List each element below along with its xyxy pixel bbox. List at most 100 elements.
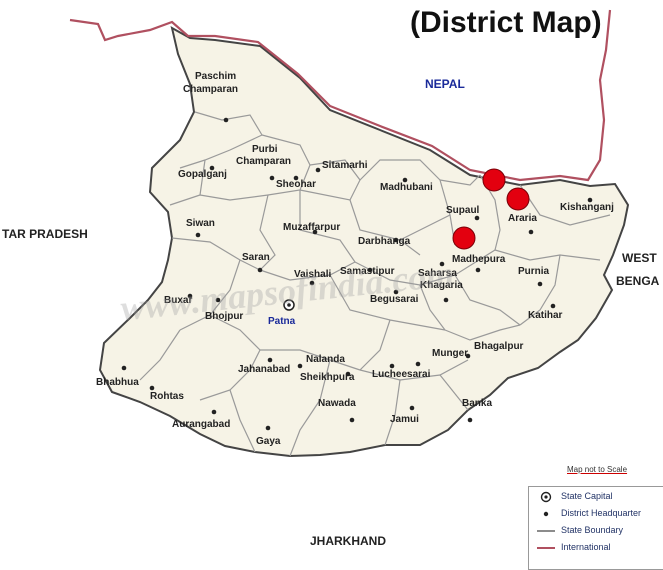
- legend-item-district-hq: District Headquarter: [529, 507, 663, 521]
- district-nawada: Nawada: [318, 398, 356, 423]
- district-label-begusarai: Begusarai: [370, 294, 419, 305]
- district-hq-icon: [121, 365, 127, 371]
- district-kishanganj: Kishanganj: [560, 197, 614, 213]
- region-uttar-pradesh: TAR PRADESH: [2, 227, 88, 241]
- district-hq-icon: [265, 425, 271, 431]
- district-hq-icon: [257, 267, 263, 273]
- district-samastipur: Samastipur: [340, 266, 395, 277]
- district-hq-icon: [528, 229, 534, 235]
- district-label-muzaffarpur: Muzaffarpur: [283, 222, 340, 233]
- district-hq-icon: [537, 281, 543, 287]
- district-label-bhojpur: Bhojpur: [205, 311, 243, 322]
- district-jamui: Jamui: [390, 405, 419, 425]
- district-label-aurangabad: Aurangabad: [172, 419, 230, 430]
- legend-label-state-capital: State Capital: [561, 491, 613, 501]
- district-label-supaul: Supaul: [446, 205, 480, 216]
- district-aurangabad: Aurangabad: [172, 409, 230, 430]
- district-labels: PaschimChamparanPurbiChamparanGopalganjS…: [96, 71, 614, 447]
- district-label-saharsa: Saharsa: [418, 268, 457, 279]
- district-buxar: Buxar: [164, 293, 193, 306]
- district-label-sitamarhi: Sitamarhi: [322, 160, 368, 171]
- district-hq-icon: [187, 293, 193, 299]
- district-purnia: Purnia: [518, 266, 550, 287]
- region-jharkhand: JHARKHAND: [310, 534, 386, 548]
- district-khagaria: Khagaria: [420, 280, 463, 303]
- district-bhagalpur: Bhagalpur: [465, 341, 524, 359]
- district-gaya: Gaya: [256, 425, 281, 447]
- district-hq-icon: [367, 267, 373, 273]
- district-label-jamui: Jamui: [390, 414, 419, 425]
- district-label-katihar: Katihar: [528, 310, 563, 321]
- district-sheikhpura: Sheikhpura: [300, 371, 355, 383]
- district-label-banka: Banka: [462, 398, 492, 409]
- district-hq-icon: [223, 117, 229, 123]
- district-madhubani: Madhubani: [380, 177, 433, 193]
- district-label-paschim-champaran-line2: Champaran: [183, 84, 238, 95]
- district-hq-legend-icon: [543, 511, 549, 517]
- district-hq-icon: [345, 371, 351, 377]
- district-label-madhepura: Madhepura: [452, 254, 506, 265]
- district-hq-icon: [293, 175, 299, 181]
- district-araria: Araria: [508, 213, 537, 235]
- map-legend: State Capital District Headquarter State…: [528, 486, 663, 570]
- district-label-samastipur: Samastipur: [340, 266, 395, 277]
- district-hq-icon: [349, 417, 355, 423]
- legend-label-international: International: [561, 542, 611, 552]
- district-label-darbhanga: Darbhanga: [358, 236, 411, 247]
- district-hq-icon: [209, 165, 215, 171]
- district-hq-icon: [409, 405, 415, 411]
- district-label-purbi-champaran-line1: Purbi: [252, 144, 278, 155]
- district-label-bhagalpur: Bhagalpur: [474, 341, 524, 352]
- district-hq-icon: [439, 261, 445, 267]
- district-hq-icon: [312, 229, 318, 235]
- district-bhabhua: Bhabhua: [96, 365, 139, 388]
- district-label-araria: Araria: [508, 213, 537, 224]
- red-marker-2: [506, 187, 530, 211]
- district-label-purnia: Purnia: [518, 266, 550, 277]
- district-munger: Munger: [415, 348, 468, 367]
- district-label-khagaria: Khagaria: [420, 280, 463, 291]
- district-gopalganj: Gopalganj: [178, 165, 227, 180]
- district-label-siwan: Siwan: [186, 218, 215, 229]
- district-label-gaya: Gaya: [256, 436, 281, 447]
- state-boundary-legend-icon: [537, 530, 555, 532]
- district-label-madhubani: Madhubani: [380, 182, 433, 193]
- district-saran: Saran: [242, 252, 270, 273]
- district-label-jahanabad: Jahanabad: [238, 364, 290, 375]
- district-muzaffarpur: Muzaffarpur: [283, 222, 340, 235]
- district-hq-icon: [402, 177, 408, 183]
- district-hq-icon: [389, 363, 395, 369]
- region-nepal: NEPAL: [425, 77, 465, 91]
- state-capital-legend-icon: [540, 491, 552, 503]
- legend-item-international: International: [529, 541, 663, 555]
- international-border: [69, 9, 612, 182]
- region-west-bengal-line2: BENGA: [616, 274, 660, 288]
- district-darbhanga: Darbhanga: [358, 236, 411, 247]
- red-marker-1: [482, 168, 506, 192]
- legend-label-district-hq: District Headquarter: [561, 508, 642, 518]
- district-label-munger: Munger: [432, 348, 468, 359]
- district-label-purbi-champaran-line2: Champaran: [236, 156, 291, 167]
- district-hq-icon: [269, 175, 275, 181]
- international-boundary-legend-icon: [537, 547, 555, 549]
- district-label-sheohar: Sheohar: [276, 179, 316, 190]
- legend-label-state-boundary: State Boundary: [561, 525, 624, 535]
- district-banka: Banka: [462, 398, 492, 423]
- district-rohtas: Rohtas: [149, 385, 184, 402]
- district-hq-icon: [315, 167, 321, 173]
- district-label-bhabhua: Bhabhua: [96, 377, 139, 388]
- district-supaul: Supaul: [446, 205, 480, 221]
- district-katihar: Katihar: [528, 303, 563, 321]
- region-west-bengal-line1: WEST: [622, 251, 657, 265]
- district-label-gopalganj: Gopalganj: [178, 169, 227, 180]
- district-hq-icon: [550, 303, 556, 309]
- district-label-kishanganj: Kishanganj: [560, 202, 614, 213]
- district-madhepura: Madhepura: [452, 254, 506, 273]
- capital-label: Patna: [268, 316, 296, 327]
- district-hq-icon: [443, 297, 449, 303]
- scale-note: Map not to Scale: [567, 465, 628, 474]
- district-lucheesarai: Lucheesarai: [372, 363, 431, 380]
